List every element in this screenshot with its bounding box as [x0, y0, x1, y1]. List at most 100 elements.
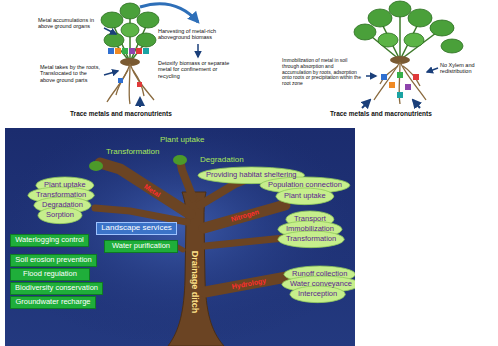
metal-square: [397, 92, 403, 98]
arrow: [413, 100, 420, 108]
callout-text: Immobilization of metal in soil through …: [282, 58, 364, 87]
curved-arrow: [140, 4, 198, 22]
metal-square: [405, 84, 411, 90]
metal-square: [143, 48, 149, 54]
root: [128, 64, 130, 104]
leaf-label: Transformation: [36, 191, 86, 200]
service-box: Water purification: [104, 240, 178, 253]
leaf-label: Immobilization: [286, 225, 334, 234]
leaf-label: Plant uptake: [44, 181, 86, 190]
leaf: [120, 3, 140, 19]
box-text: Soil erosion prevention: [15, 256, 91, 264]
leaf-cloud: [278, 231, 344, 248]
leaf-label: Water conveyance: [290, 280, 352, 289]
root: [130, 64, 154, 100]
tree-branch: [204, 205, 285, 228]
root: [133, 70, 144, 96]
leaf-label: Degradation: [42, 201, 83, 210]
plant-left: [101, 3, 198, 107]
leaf: [354, 24, 376, 40]
leaf: [104, 33, 124, 47]
metal-square: [413, 74, 419, 80]
leaf-label: Interception: [298, 290, 337, 299]
branch-label: Metal: [142, 183, 161, 199]
arrow: [104, 28, 116, 34]
service-box: Biodiversity conservation: [10, 282, 103, 295]
leaf-label: Plant uptake: [284, 192, 326, 201]
leaf-label: Runoff collection: [292, 270, 347, 279]
box-text: Groundwater recharge: [15, 298, 90, 306]
metal-square: [122, 48, 128, 54]
metal-square: [397, 72, 403, 78]
box-text: Waterlogging control: [15, 236, 84, 244]
process-label: Transformation: [106, 147, 160, 156]
leaf-label: Transformation: [286, 235, 336, 244]
leaf: [404, 33, 424, 47]
panel-glow: [5, 128, 355, 346]
callout-text: Detoxify biomass or separate metal for c…: [158, 60, 240, 79]
leaf-cloud: [38, 207, 82, 224]
box-text: Water purification: [112, 242, 170, 250]
root: [400, 62, 426, 100]
plant-right: [354, 1, 463, 108]
leaf: [368, 9, 392, 27]
callout-text: No Xylem and redistribution: [440, 62, 492, 75]
metal-square: [118, 78, 123, 83]
callout-text: Harvesting of metal-rich aboveground bio…: [158, 28, 240, 41]
input-label: Trace metals and macronutrients: [330, 110, 432, 117]
root: [380, 66, 398, 84]
metal-square: [137, 82, 142, 87]
tree-branch: [180, 160, 193, 198]
metal-square: [389, 82, 395, 88]
leaf-stem: [399, 10, 401, 60]
leaf-label: Sorption: [46, 211, 74, 220]
input-label: Trace metals and macronutrients: [70, 110, 172, 117]
leaf: [137, 12, 159, 28]
leaf-cloud: [290, 286, 345, 303]
leaf: [378, 33, 398, 47]
box-text: Landscape services: [101, 224, 172, 233]
service-box: Groundwater recharge: [10, 296, 96, 309]
leaf-label: Transport: [294, 215, 326, 224]
service-box: Flood regulation: [10, 268, 90, 281]
tree-branch: [95, 208, 187, 222]
root: [107, 64, 130, 102]
tree-trunk: [168, 192, 224, 346]
leaf-stem: [400, 30, 440, 60]
panel-ground: [5, 128, 355, 346]
arrow: [104, 71, 118, 75]
leaf-tuft: [89, 161, 103, 171]
process-label: Degradation: [200, 155, 244, 164]
arrow: [362, 100, 370, 108]
branch-label: Nitrogen: [230, 208, 260, 224]
arrow: [366, 75, 376, 77]
leaf: [101, 12, 123, 28]
tree-branch: [205, 238, 284, 246]
arrow: [139, 98, 141, 107]
branch-label: Hydrology: [231, 277, 267, 291]
leaf-tuft: [173, 155, 187, 165]
trunk-label: Drainage ditch: [190, 251, 200, 314]
metal-square: [381, 74, 387, 80]
arrow: [197, 44, 199, 57]
arrow: [427, 68, 438, 72]
service-box: Waterlogging control: [10, 234, 89, 247]
root: [116, 70, 128, 95]
leaf-label: Providing habitat sheltering: [206, 171, 296, 180]
leaf: [408, 9, 432, 27]
process-label: Plant uptake: [160, 135, 204, 144]
leaf: [430, 20, 454, 36]
leaf-label: Population connection: [268, 181, 342, 190]
callout-text: Metal takes by the roots, Translocated t…: [40, 64, 102, 83]
leaf: [136, 33, 156, 47]
leaf-cloud: [276, 188, 334, 205]
callout-text: Metal accumulations in above ground orga…: [38, 17, 102, 30]
leaf: [441, 39, 463, 53]
root: [374, 62, 400, 100]
box-text: Flood regulation: [23, 270, 77, 278]
service-box: Soil erosion prevention: [10, 254, 97, 267]
tree-branch: [205, 276, 292, 292]
service-box: Landscape services: [96, 222, 177, 235]
